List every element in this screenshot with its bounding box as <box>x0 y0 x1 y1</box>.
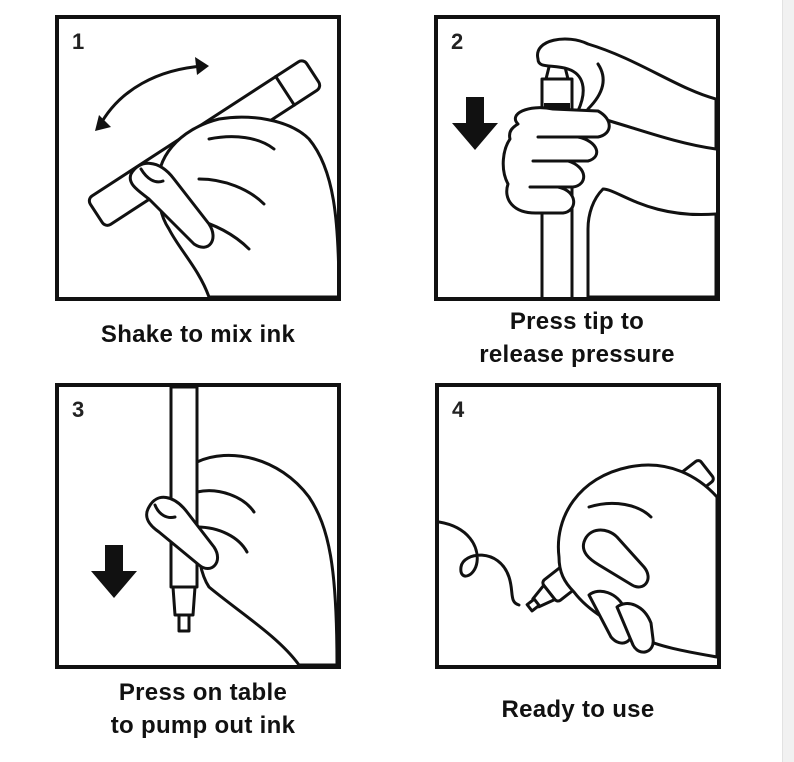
step-2-panel: 2 <box>434 15 720 301</box>
step-3-caption: Press on table to pump out ink <box>110 679 296 739</box>
step-4-number: 4 <box>452 397 465 422</box>
step-1-number: 1 <box>72 29 85 54</box>
hand-pressing-tip-icon <box>452 37 716 297</box>
step-4-caption: Ready to use <box>501 696 655 723</box>
down-arrow-icon <box>452 97 498 150</box>
step-1-caption: Shake to mix ink <box>100 321 296 348</box>
hand-shaking-marker-icon <box>87 57 337 297</box>
step-2-caption: Press tip to release pressure <box>479 308 675 368</box>
hand-pumping-marker-icon <box>91 387 337 665</box>
step-2-number: 2 <box>451 29 464 54</box>
rotate-arrow-icon <box>97 64 206 129</box>
step-4-panel: 4 <box>435 383 721 669</box>
step-1-panel: 1 <box>55 15 341 301</box>
hand-writing-icon <box>439 459 717 659</box>
step-3-number: 3 <box>72 397 85 422</box>
scrollbar-track <box>782 0 794 762</box>
down-arrow-icon <box>91 545 137 598</box>
step-3-panel: 3 <box>55 383 341 669</box>
